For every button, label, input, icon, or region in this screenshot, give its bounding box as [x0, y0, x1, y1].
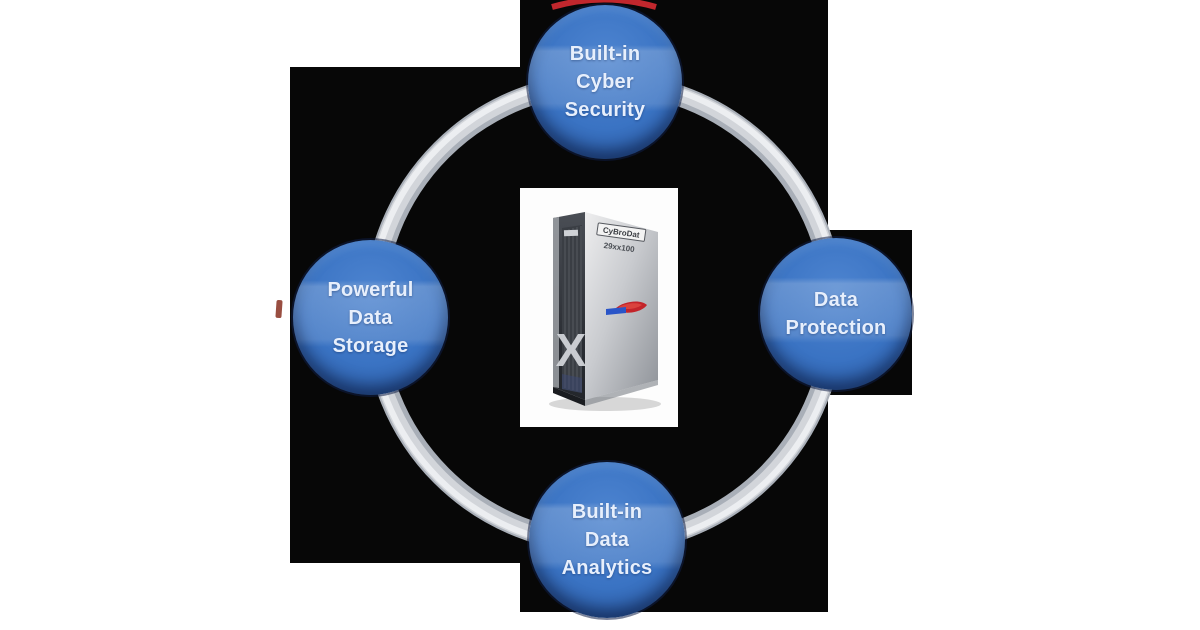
- server-model-text: 29xx100: [603, 241, 636, 254]
- node-data-protection: Data Protection: [760, 238, 912, 390]
- server-brand-plate: CyBroDat 29xx100: [596, 222, 647, 254]
- node-data-storage-label: Powerful Data Storage: [327, 278, 414, 357]
- node-data-storage: Powerful Data Storage: [293, 240, 448, 395]
- server-front-label: [563, 229, 579, 237]
- server-base-front: [553, 387, 585, 406]
- node-data-protection-label: Data Protection: [785, 289, 887, 339]
- server-base-side: [585, 380, 658, 406]
- red-dash-artifact: [275, 299, 283, 319]
- server-door-tint: [562, 374, 582, 393]
- server-card: X CyBroDat 29xx100: [520, 188, 678, 427]
- server-vent-lines: [564, 226, 582, 392]
- server-frame-edge: [553, 217, 559, 388]
- node-data-analytics-label: Built-in Data Analytics: [561, 501, 653, 579]
- node-cyber-security: Built-in Cyber Security: [528, 5, 682, 159]
- node-cyber-security-label: Built-in Cyber Security: [564, 43, 646, 121]
- server-emblem: X: [556, 324, 587, 376]
- red-arc-artifact: [551, 0, 657, 10]
- server-image: X CyBroDat 29xx100: [549, 212, 661, 411]
- server-logo: [606, 301, 647, 315]
- node-data-analytics: Built-in Data Analytics: [529, 462, 685, 618]
